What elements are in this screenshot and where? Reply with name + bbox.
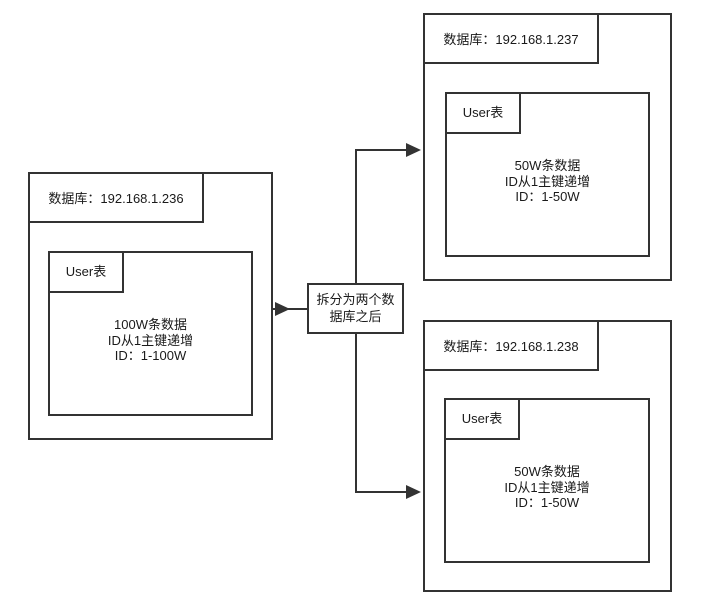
database-label-box[interactable]: 数据库：192.168.1.238	[423, 320, 599, 371]
table-detail-line: ID从1主键递增	[504, 173, 591, 189]
table-detail-line: 50W条数据	[514, 463, 580, 479]
arrowhead-icon	[275, 302, 290, 316]
database-node-237[interactable]: 数据库：192.168.1.237 User表 50W条数据 ID从1主键递增 …	[423, 13, 672, 281]
arrowhead-icon	[406, 143, 421, 157]
table-name: User表	[461, 411, 503, 427]
table-name: User表	[65, 264, 107, 280]
table-name-tab[interactable]: User表	[445, 92, 521, 134]
table-name-tab[interactable]: User表	[444, 398, 520, 440]
table-detail-line: 100W条数据	[114, 316, 187, 332]
user-table-node[interactable]: User表 50W条数据 ID从1主键递增 ID：1-50W	[444, 398, 650, 563]
edge-split-to-db238-horizontal	[355, 491, 408, 493]
table-detail-line: ID：1-100W	[114, 348, 187, 364]
database-label-box[interactable]: 数据库：192.168.1.237	[423, 13, 599, 64]
table-detail-line: ID从1主键递增	[504, 479, 590, 495]
database-name: 数据库：192.168.1.236	[48, 191, 184, 206]
table-detail-line: ID从1主键递增	[107, 332, 194, 348]
database-label-box[interactable]: 数据库：192.168.1.236	[28, 172, 204, 223]
edge-split-to-db237-vertical	[355, 150, 357, 283]
database-name: 数据库：192.168.1.237	[443, 32, 579, 47]
split-connector-node[interactable]: 拆分为两个数据库之后	[307, 283, 404, 334]
table-detail-line: ID：1-50W	[514, 495, 580, 511]
user-table-node[interactable]: User表 100W条数据 ID从1主键递增 ID：1-100W	[48, 251, 253, 416]
arrowhead-icon	[406, 485, 421, 499]
table-detail-line: 50W条数据	[514, 157, 581, 173]
edge-split-to-db237-horizontal	[355, 149, 408, 151]
table-detail-line: ID：1-50W	[515, 189, 580, 205]
table-name-tab[interactable]: User表	[48, 251, 124, 293]
database-node-236[interactable]: 数据库：192.168.1.236 User表 100W条数据 ID从1主键递增…	[28, 172, 273, 440]
split-connector-label: 拆分为两个数据库之后	[316, 292, 395, 324]
database-name: 数据库：192.168.1.238	[443, 339, 579, 354]
user-table-node[interactable]: User表 50W条数据 ID从1主键递增 ID：1-50W	[445, 92, 650, 257]
edge-split-to-db238-vertical	[355, 333, 357, 493]
database-node-238[interactable]: 数据库：192.168.1.238 User表 50W条数据 ID从1主键递增 …	[423, 320, 672, 592]
table-name: User表	[462, 105, 504, 121]
